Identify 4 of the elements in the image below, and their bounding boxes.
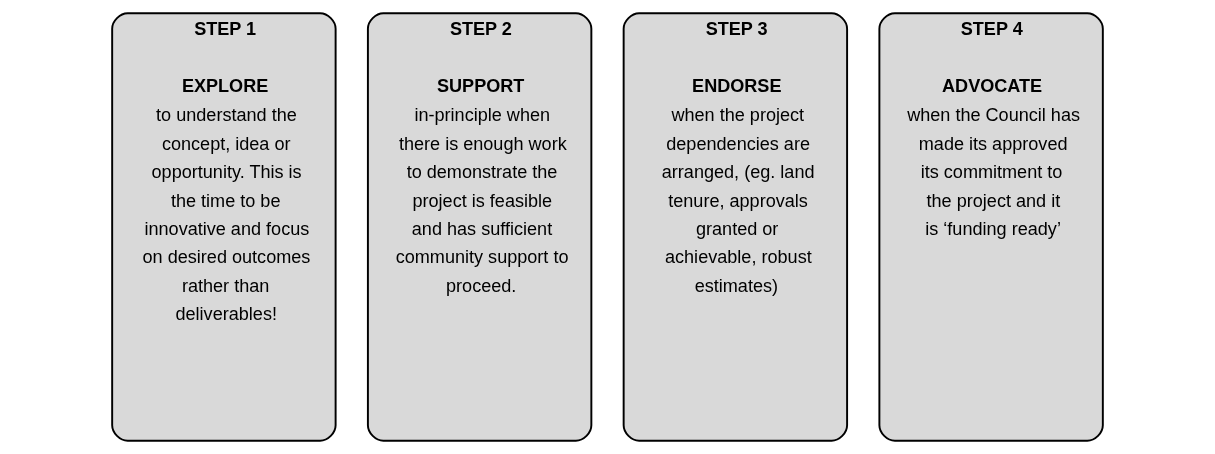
node-box: STEP 2 SUPPORT in-principle when there is enough work to demonstrate the project is feasible and has sufficient community support to proceed. [366,12,593,442]
node-box: STEP 1 EXPLORE to understand the concept, idea or opportunity. This is the time to be innovative and focus on desired outcomes rather than deliverables! [111,12,337,442]
node-box: STEP 3 ENDORSE when the project dependencies are arranged, (eg. land tenure, approvals granted or achievable, robust estimates) [622,12,849,442]
node-box: STEP 4 ADVOCATE when the Council has made its approved its commitment to the project and it is ‘funding ready’ [878,12,1104,442]
